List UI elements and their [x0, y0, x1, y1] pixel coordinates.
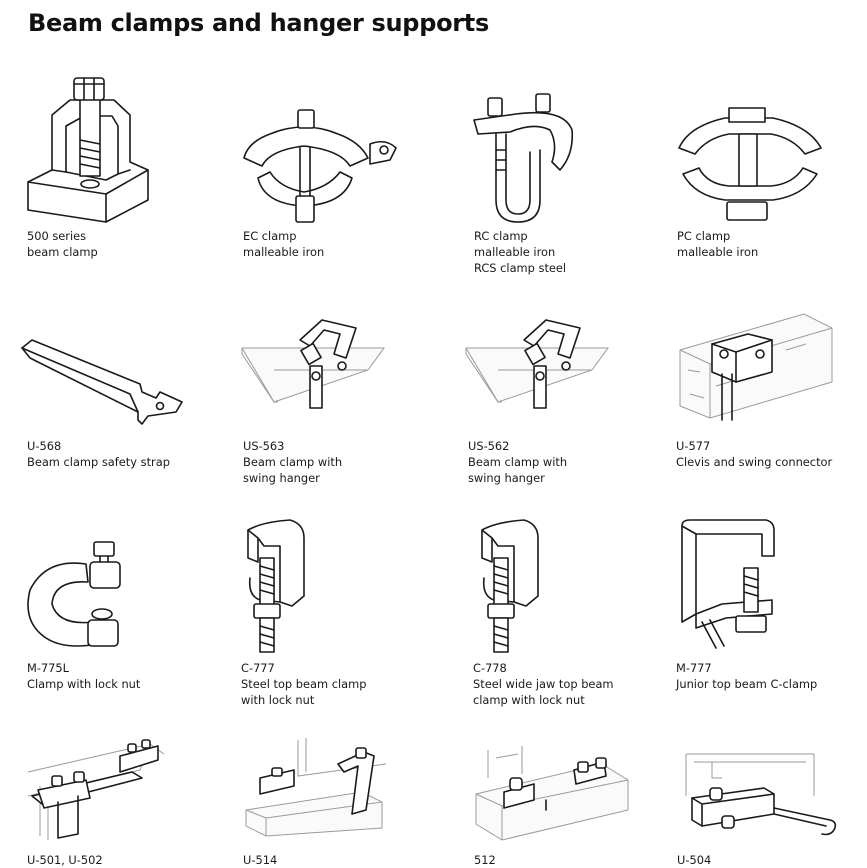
product-caption: EC clamp malleable iron	[243, 228, 324, 260]
product-code: C-777	[241, 661, 275, 675]
c-clamp-lock-nut-icon	[24, 534, 134, 652]
product-description: Junior top beam C-clamp	[676, 677, 818, 691]
product-caption: C-777 Steel top beam clamp with lock nut	[241, 660, 366, 708]
rc-clamp-icon	[470, 90, 580, 225]
product-description: Steel top beam clamp	[241, 677, 367, 691]
product-code: U-501, U-502	[27, 853, 103, 867]
product-code: U-577	[676, 439, 711, 453]
product-description: Steel wide jaw top beam	[473, 677, 614, 691]
product-code: US-563	[243, 439, 285, 453]
beam-clamp-500-icon	[22, 70, 152, 230]
top-beam-clamp-icon	[240, 518, 310, 654]
product-caption: 512	[474, 852, 496, 868]
strut-beam-clamp-icon	[242, 738, 390, 838]
product-code: EC clamp	[243, 229, 297, 243]
swing-hanger-clamp-icon	[238, 318, 388, 428]
product-description: malleable iron	[677, 245, 759, 259]
product-description: malleable iron	[474, 245, 556, 259]
product-code: U-514	[243, 853, 278, 867]
product-code: 512	[474, 853, 496, 867]
product-caption: U-504	[677, 852, 711, 868]
product-code: M-775L	[27, 661, 70, 675]
product-description: swing hanger	[468, 471, 545, 485]
product-code: 500 series	[27, 229, 87, 243]
product-code: C-778	[473, 661, 507, 675]
strut-beam-clamp-icon	[24, 736, 170, 846]
product-caption: PC clamp malleable iron	[677, 228, 758, 260]
product-caption: U-568 Beam clamp safety strap	[27, 438, 170, 470]
strut-beam-clamp-icon	[682, 750, 842, 840]
product-description: Beam clamp with	[468, 455, 568, 469]
product-description: Clamp with lock nut	[27, 677, 141, 691]
product-description: beam clamp	[27, 245, 98, 259]
product-code: US-562	[468, 439, 510, 453]
product-caption: U-514	[243, 852, 277, 868]
junior-c-clamp-icon	[676, 518, 780, 650]
product-description: Clevis and swing connector	[676, 455, 833, 469]
product-description: Beam clamp safety strap	[27, 455, 170, 469]
safety-strap-icon	[20, 330, 190, 430]
product-caption: US-562 Beam clamp with swing hanger	[468, 438, 567, 486]
product-code: PC clamp	[677, 229, 731, 243]
page-title: Beam clamps and hanger supports	[28, 9, 489, 37]
ec-clamp-icon	[240, 108, 400, 228]
wide-jaw-clamp-icon	[474, 518, 544, 654]
product-caption: U-577 Clevis and swing connector	[676, 438, 832, 470]
product-description: clamp with lock nut	[473, 693, 585, 707]
pc-clamp-icon	[675, 106, 825, 224]
product-caption: M-777 Junior top beam C-clamp	[676, 660, 817, 692]
swing-hanger-clamp-icon	[462, 318, 612, 428]
product-code: U-568	[27, 439, 62, 453]
product-description: with lock nut	[241, 693, 315, 707]
product-code: U-504	[677, 853, 712, 867]
product-description: Beam clamp with	[243, 455, 343, 469]
product-caption: RC clamp malleable iron RCS clamp steel	[474, 228, 566, 276]
product-code: RC clamp	[474, 229, 528, 243]
product-caption: U-501, U-502	[27, 852, 103, 868]
product-caption: C-778 Steel wide jaw top beam clamp with…	[473, 660, 614, 708]
product-caption: US-563 Beam clamp with swing hanger	[243, 438, 342, 486]
product-caption: 500 series beam clamp	[27, 228, 98, 260]
clevis-swing-connector-icon	[676, 310, 836, 428]
product-code: M-777	[676, 661, 712, 675]
product-caption: M-775L Clamp with lock nut	[27, 660, 140, 692]
strut-beam-clamp-icon	[474, 740, 630, 841]
product-description: swing hanger	[243, 471, 320, 485]
product-description: malleable iron	[243, 245, 325, 259]
product-description: RCS clamp steel	[474, 261, 567, 275]
